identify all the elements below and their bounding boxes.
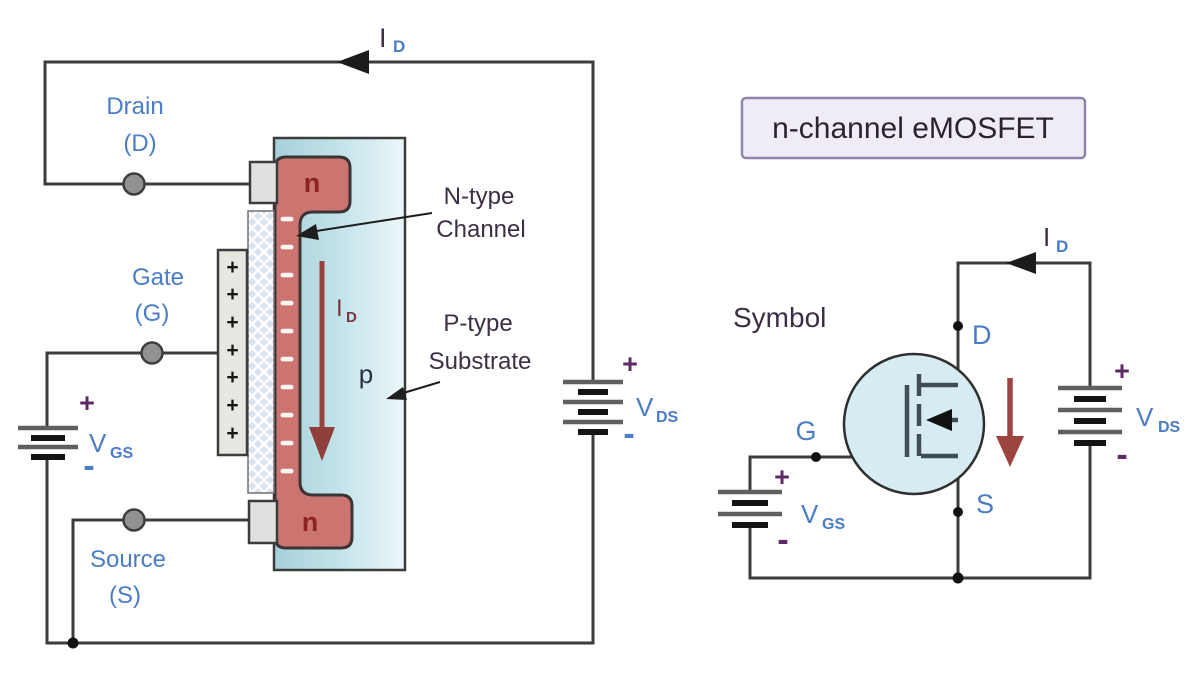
gate-plus-sign: + xyxy=(226,256,238,279)
symbol-source-letter: S xyxy=(976,489,994,519)
vds-battery-left xyxy=(563,379,623,435)
vgs-left-plus: + xyxy=(79,388,95,418)
substrate-caption-line1: P-type xyxy=(443,310,512,337)
n-top-label: n xyxy=(304,168,321,198)
drain-electrode-contact xyxy=(248,160,279,205)
drain-loop-wire xyxy=(43,60,595,382)
vgs-symbol-minus: - xyxy=(777,521,788,559)
substrate-pointer-arrowhead xyxy=(386,387,407,400)
vds-battery-symbol xyxy=(1058,385,1122,446)
symbol-current-symbol: I xyxy=(1043,222,1050,252)
symbol-gate-dot xyxy=(811,452,821,462)
title-box: n-channel eMOSFET xyxy=(740,96,1087,160)
channel-pointer-arrowhead xyxy=(296,224,319,240)
symbol-caption: Symbol xyxy=(733,302,826,333)
induced-channel-electrons xyxy=(280,216,294,474)
channel-caption-line2: Channel xyxy=(436,216,525,243)
electron-minus-mark xyxy=(280,468,294,474)
drain-current-symbol-top: I xyxy=(379,23,387,53)
symbol-body-arrowhead xyxy=(926,409,952,431)
symbol-gate-letter: G xyxy=(795,416,816,446)
gate-plus-sign: + xyxy=(226,339,238,362)
drain-current-arrowhead-top xyxy=(337,50,369,74)
symbol-circuit-panel: Symbol G D S I D xyxy=(718,222,1181,584)
bottom-return-wire xyxy=(45,432,595,645)
gate-electrode xyxy=(216,248,249,457)
vds-symbol-symbol: V xyxy=(1136,402,1154,432)
vgs-left-symbol: V xyxy=(89,428,107,458)
symbol-current-arrowhead xyxy=(996,436,1024,467)
gate-wire xyxy=(45,351,218,428)
symbol-drain-letter: D xyxy=(972,320,992,350)
gate-plus-sign: + xyxy=(226,311,238,334)
mosfet-symbol-circle xyxy=(842,352,986,496)
title-box-frame xyxy=(740,96,1087,160)
channel-caption-line1: N-type xyxy=(444,183,515,210)
electron-minus-mark xyxy=(280,272,294,278)
vds-symbol-plus: + xyxy=(1114,356,1130,386)
electron-minus-mark xyxy=(280,440,294,446)
vgs-symbol-plus: + xyxy=(774,462,790,492)
vds-symbol-subscript: DS xyxy=(1158,419,1181,436)
electron-minus-mark xyxy=(280,412,294,418)
gate-abbr-label: (G) xyxy=(135,300,170,327)
vds-symbol-minus: - xyxy=(1116,436,1127,474)
gate-terminal-dot xyxy=(140,341,164,365)
substrate-caption-line2: Substrate xyxy=(429,348,532,375)
symbol-source-dot xyxy=(953,507,963,517)
vgs-left-minus: - xyxy=(83,447,94,485)
junction-dot-left xyxy=(67,637,79,649)
drain-terminal-dot xyxy=(122,172,146,196)
electron-minus-mark xyxy=(280,300,294,306)
channel-current-arrowhead xyxy=(309,427,335,461)
symbol-bottom-return-wire xyxy=(748,443,1092,580)
vds-left-minus: - xyxy=(623,415,634,453)
vgs-battery-left xyxy=(18,425,78,460)
vds-left-symbol: V xyxy=(636,392,654,422)
symbol-junction-dot xyxy=(952,572,964,584)
electron-minus-mark xyxy=(280,244,294,250)
substrate-pointer-line xyxy=(399,381,441,395)
p-substrate-label: p xyxy=(359,359,373,389)
drain-current-subscript-top: D xyxy=(393,37,405,56)
gate-plus-sign: + xyxy=(226,366,238,389)
channel-current-subscript: D xyxy=(346,309,357,326)
n-region xyxy=(273,155,354,550)
drain-label: Drain xyxy=(106,93,163,120)
symbol-current-arrowhead-top xyxy=(1006,252,1036,274)
vds-left-subscript: DS xyxy=(656,409,679,426)
gate-plus-sign: + xyxy=(226,283,238,306)
source-abbr-label: (S) xyxy=(109,582,141,609)
channel-pointer-line xyxy=(309,212,433,233)
n-bottom-label: n xyxy=(302,507,319,537)
vgs-symbol-subscript: GS xyxy=(822,516,845,533)
mosfet-cross-section: + + + + + + + n n p I D xyxy=(216,136,407,572)
symbol-drain-dot xyxy=(953,321,963,331)
electron-minus-mark xyxy=(280,384,294,390)
title-box-label: n-channel eMOSFET xyxy=(772,112,1054,145)
gate-label: Gate xyxy=(132,264,184,291)
gate-plus-sign: + xyxy=(226,394,238,417)
vgs-left-subscript: GS xyxy=(110,445,133,462)
symbol-current-subscript: D xyxy=(1056,237,1068,256)
gate-plus-sign: + xyxy=(226,422,238,445)
drain-abbr-label: (D) xyxy=(123,130,156,157)
gate-positive-charges: + + + + + + + xyxy=(226,256,238,445)
source-electrode-contact xyxy=(247,499,279,545)
electron-minus-mark xyxy=(280,216,294,222)
vgs-battery-symbol xyxy=(718,489,782,528)
source-label: Source xyxy=(90,546,166,573)
gate-oxide-layer xyxy=(247,210,275,494)
source-wire xyxy=(71,518,250,643)
electron-minus-mark xyxy=(280,356,294,362)
vgs-symbol-symbol: V xyxy=(801,499,819,529)
electron-minus-mark xyxy=(280,328,294,334)
physical-structure-panel: + V GS - + V DS - xyxy=(18,23,679,649)
source-terminal-dot xyxy=(122,508,146,532)
channel-current-symbol: I xyxy=(336,295,343,322)
vds-left-plus: + xyxy=(622,349,638,379)
